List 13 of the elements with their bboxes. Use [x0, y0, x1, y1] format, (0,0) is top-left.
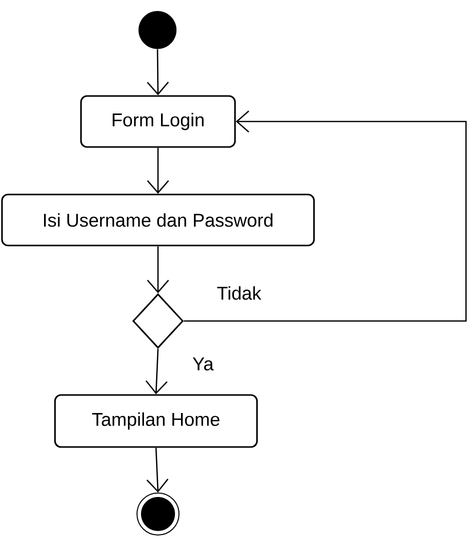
action-box: Isi Username dan Password	[1, 194, 315, 246]
action-box: Tampilan Home	[54, 394, 258, 448]
filled-circle	[138, 11, 176, 49]
arrow	[147, 246, 169, 294]
arrow	[147, 148, 169, 194]
edge-label: Ya	[191, 356, 215, 372]
arrow	[184, 110, 467, 322]
bullseye-circle	[136, 492, 180, 536]
arrow	[146, 448, 168, 492]
arrow	[146, 348, 168, 394]
arrow	[146, 49, 169, 96]
edge-label: Tidak	[216, 285, 262, 301]
action-box: Form Login	[80, 95, 236, 148]
